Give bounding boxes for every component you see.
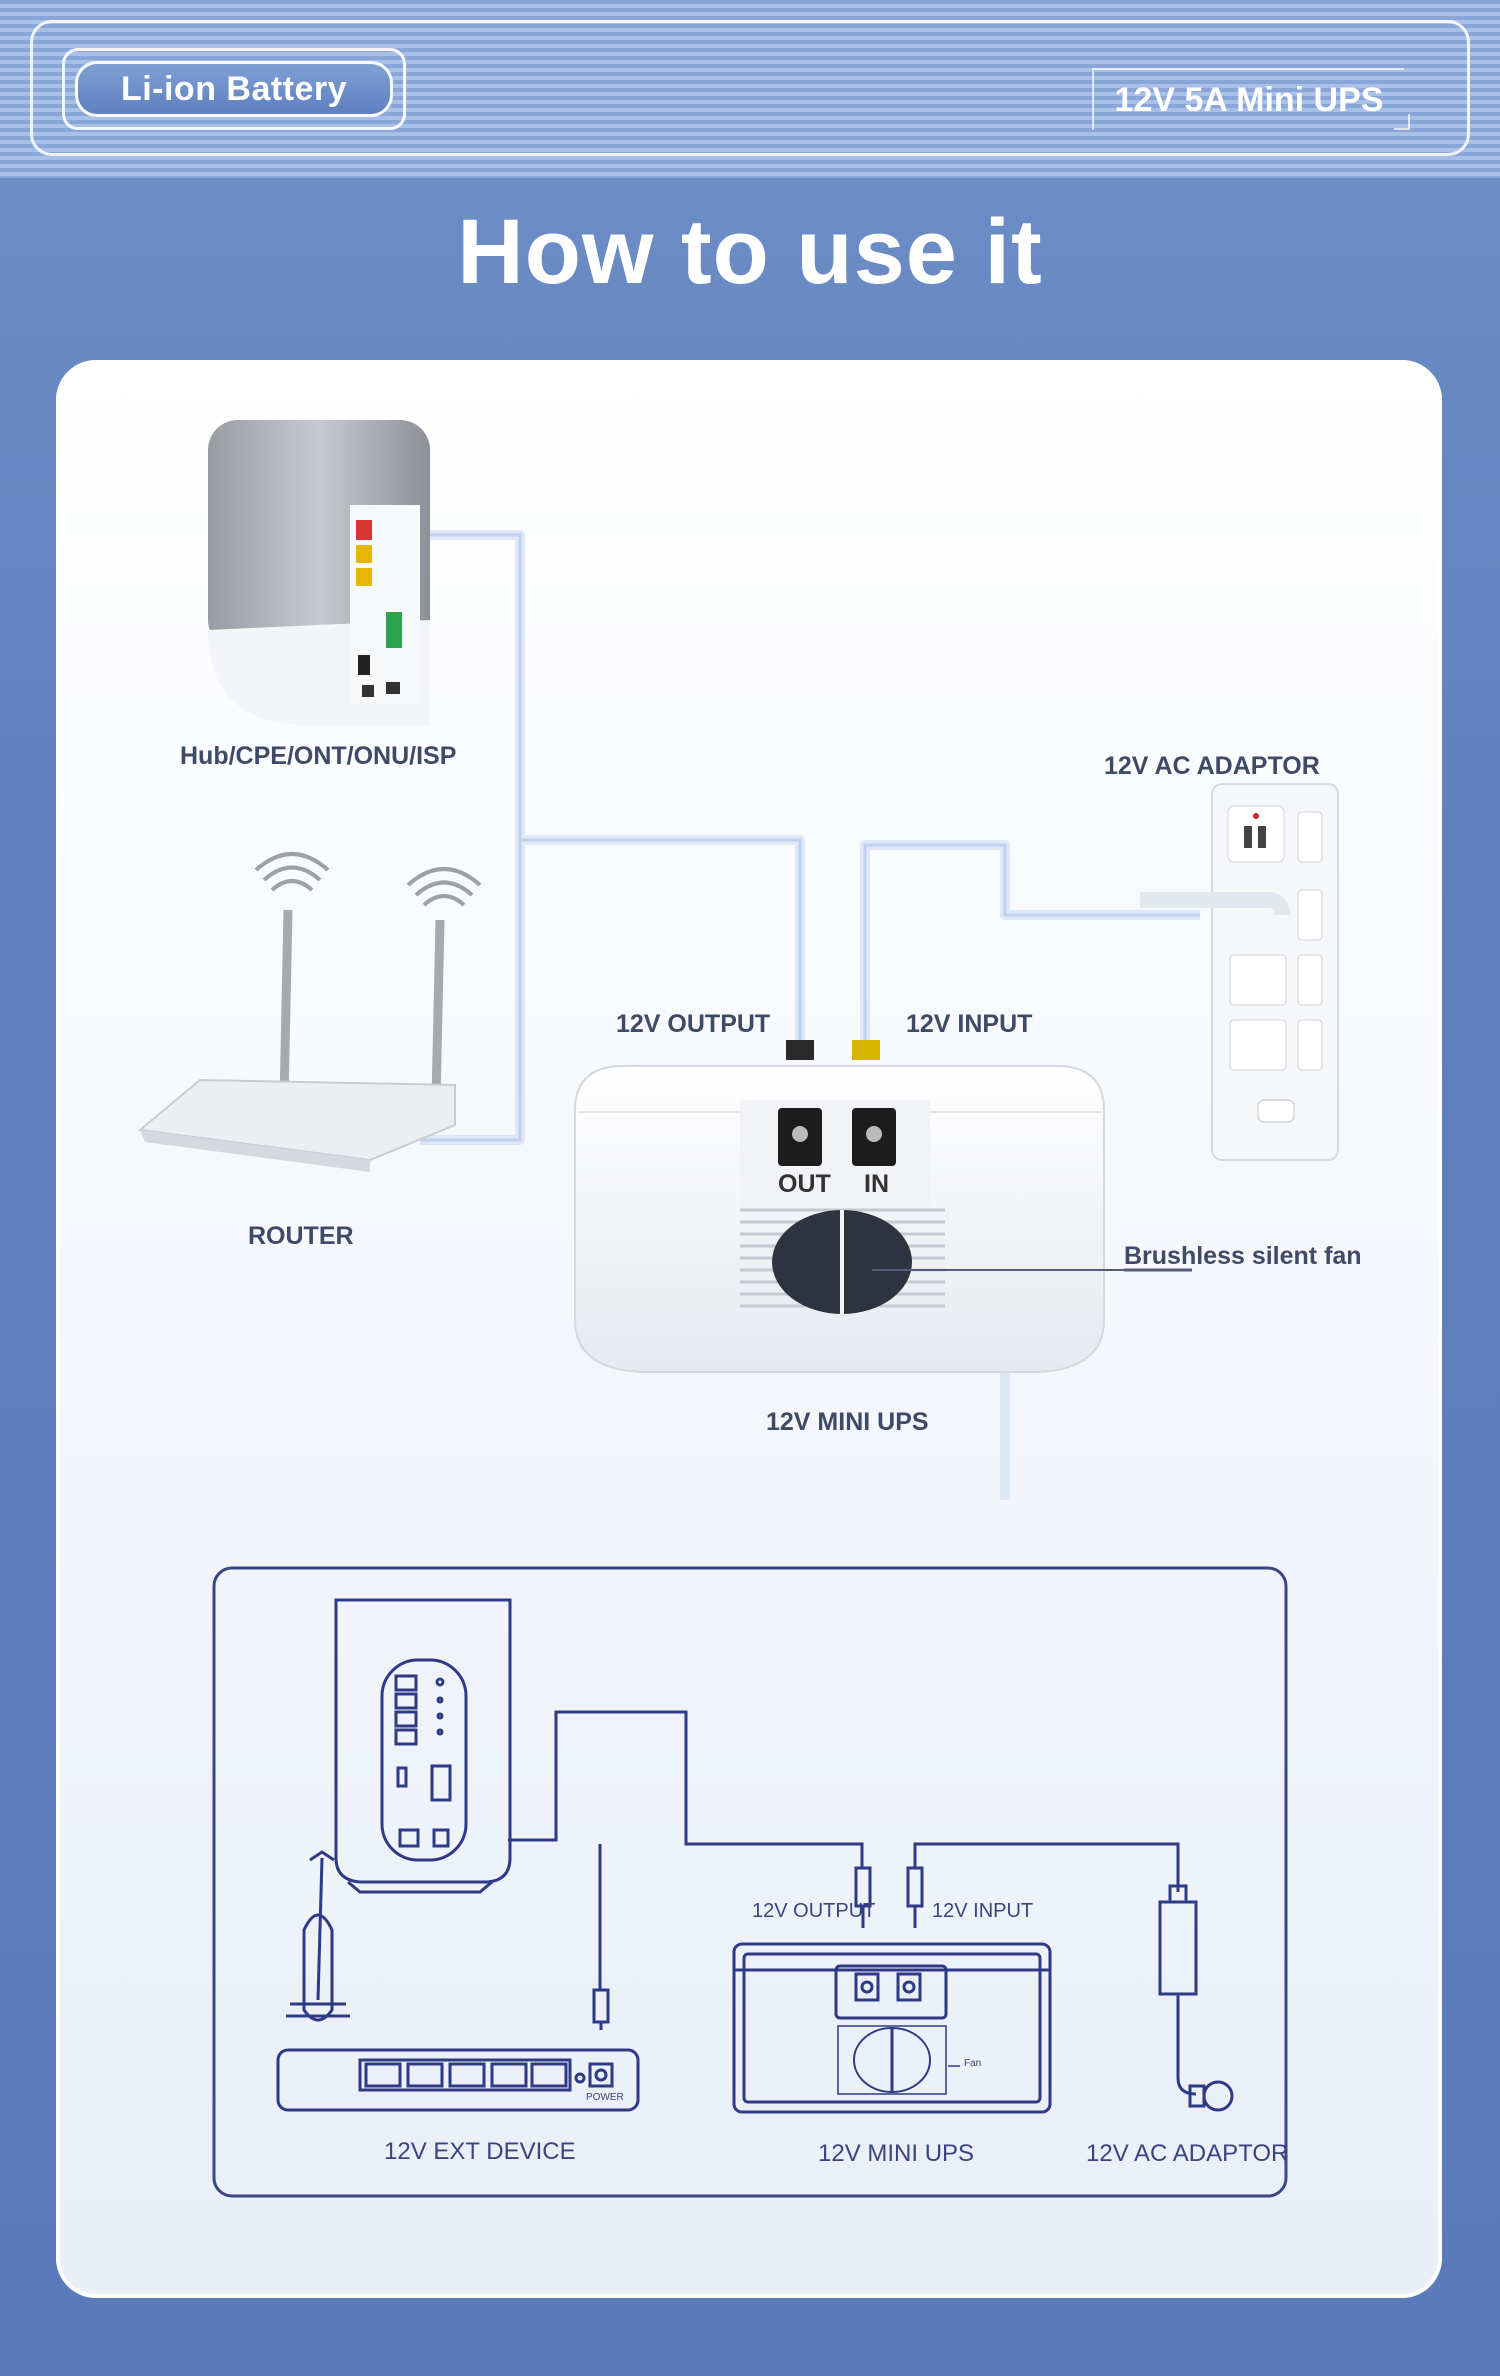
schematic-ext-device-label: 12V EXT DEVICE <box>384 2138 576 2165</box>
model-label: 12V 5A Mini UPS <box>1092 68 1410 130</box>
output-label: 12V OUTPUT <box>616 1010 771 1038</box>
schematic-hub <box>334 1598 512 1894</box>
schematic-power-tag: POWER <box>586 2092 624 2103</box>
ups-label: 12V MINI UPS <box>766 1408 929 1436</box>
schematic-ups-label: 12V MINI UPS <box>818 2140 975 2167</box>
ups-photo <box>574 1040 1192 1373</box>
battery-badge: Li-ion Battery <box>62 48 406 130</box>
schematic-ups <box>732 1942 1052 2114</box>
router-device <box>137 852 482 1172</box>
schematic-fan-tag: Fan <box>964 2058 982 2069</box>
adaptor-label: 12V AC ADAPTOR <box>1104 752 1320 780</box>
header-frame <box>30 20 1470 156</box>
schematic-output-label: 12V OUTPUT <box>752 1900 876 1922</box>
schematic-adaptor-label: 12V AC ADAPTOR <box>1086 2140 1289 2167</box>
hub-label: Hub/CPE/ONT/ONU/ISP <box>180 742 457 770</box>
in-port-label: IN <box>864 1170 889 1198</box>
out-port-label: OUT <box>778 1170 831 1198</box>
power-strip <box>1140 783 1339 1161</box>
schematic-frame <box>212 1566 1288 2198</box>
input-label: 12V INPUT <box>906 1010 1033 1038</box>
fan-label: Brushless silent fan <box>1124 1242 1362 1270</box>
router-label: ROUTER <box>248 1222 354 1250</box>
schematic-input-label: 12V INPUT <box>932 1900 1034 1922</box>
hub-device <box>208 420 430 725</box>
schematic-ext-device <box>276 1850 640 2112</box>
page-title: How to use it <box>457 201 1043 303</box>
battery-badge-label: Li-ion Battery <box>75 61 393 117</box>
